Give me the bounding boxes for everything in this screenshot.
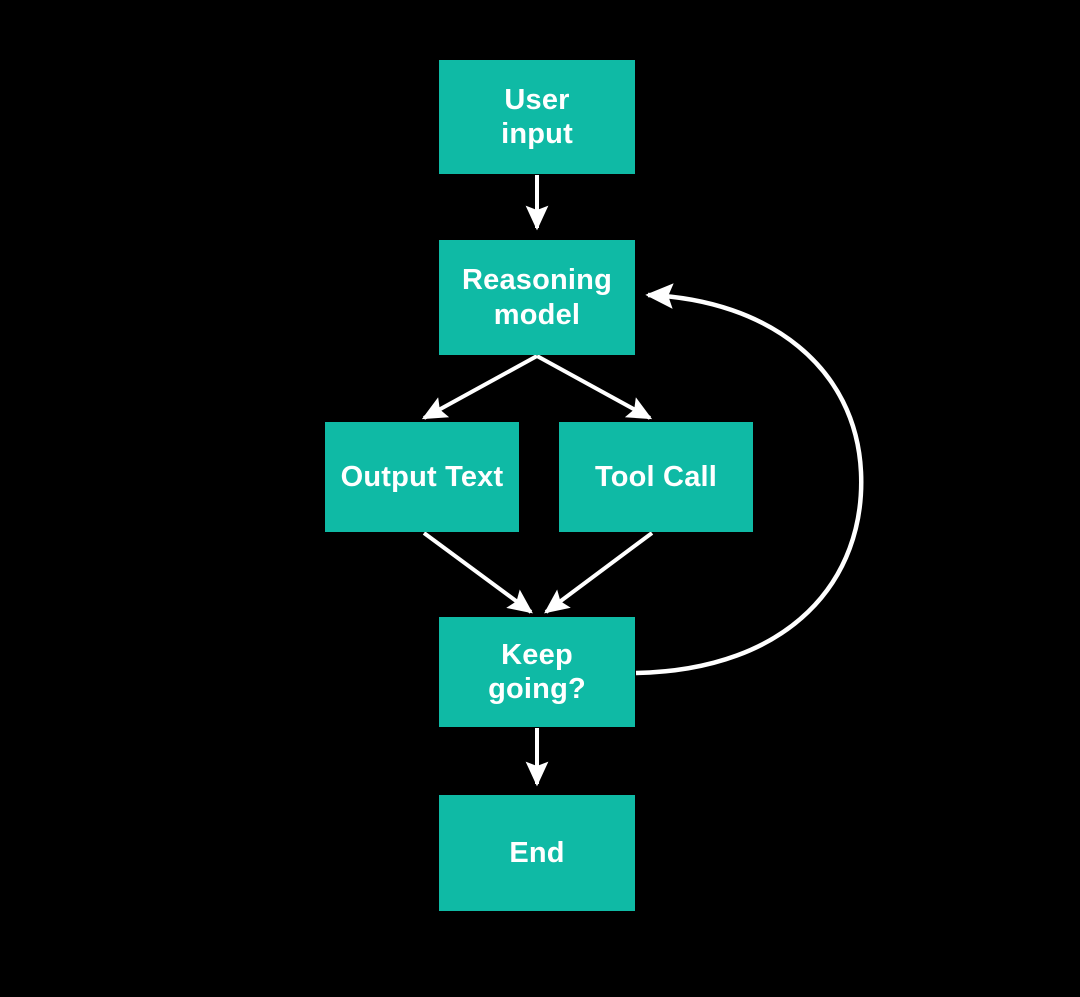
node-end[interactable]: End: [439, 795, 635, 911]
edge-keep-going-to-reasoning-model: [635, 283, 864, 676]
node-output-text[interactable]: Output Text: [325, 422, 519, 532]
edge-output-text-to-keep-going: [422, 531, 533, 614]
edge-tool-call-to-keep-going: [544, 531, 654, 614]
edge-reasoning-model-to-tool-call: [536, 354, 653, 420]
node-end-label: End: [509, 836, 565, 869]
node-tool-call[interactable]: Tool Call: [559, 422, 753, 532]
edge-reasoning-model-to-output-text: [421, 354, 538, 420]
node-reasoning-model[interactable]: Reasoning model: [439, 240, 635, 355]
node-tool-call-label: Tool Call: [594, 460, 718, 493]
node-keep-going[interactable]: Keep going?: [439, 617, 635, 727]
node-output-text-label: Output Text: [340, 460, 504, 493]
node-user-input[interactable]: User input: [439, 60, 635, 174]
node-user-input-label: User input: [501, 83, 573, 150]
node-keep-going-label: Keep going?: [488, 638, 586, 705]
node-reasoning-model-label: Reasoning model: [461, 264, 613, 331]
